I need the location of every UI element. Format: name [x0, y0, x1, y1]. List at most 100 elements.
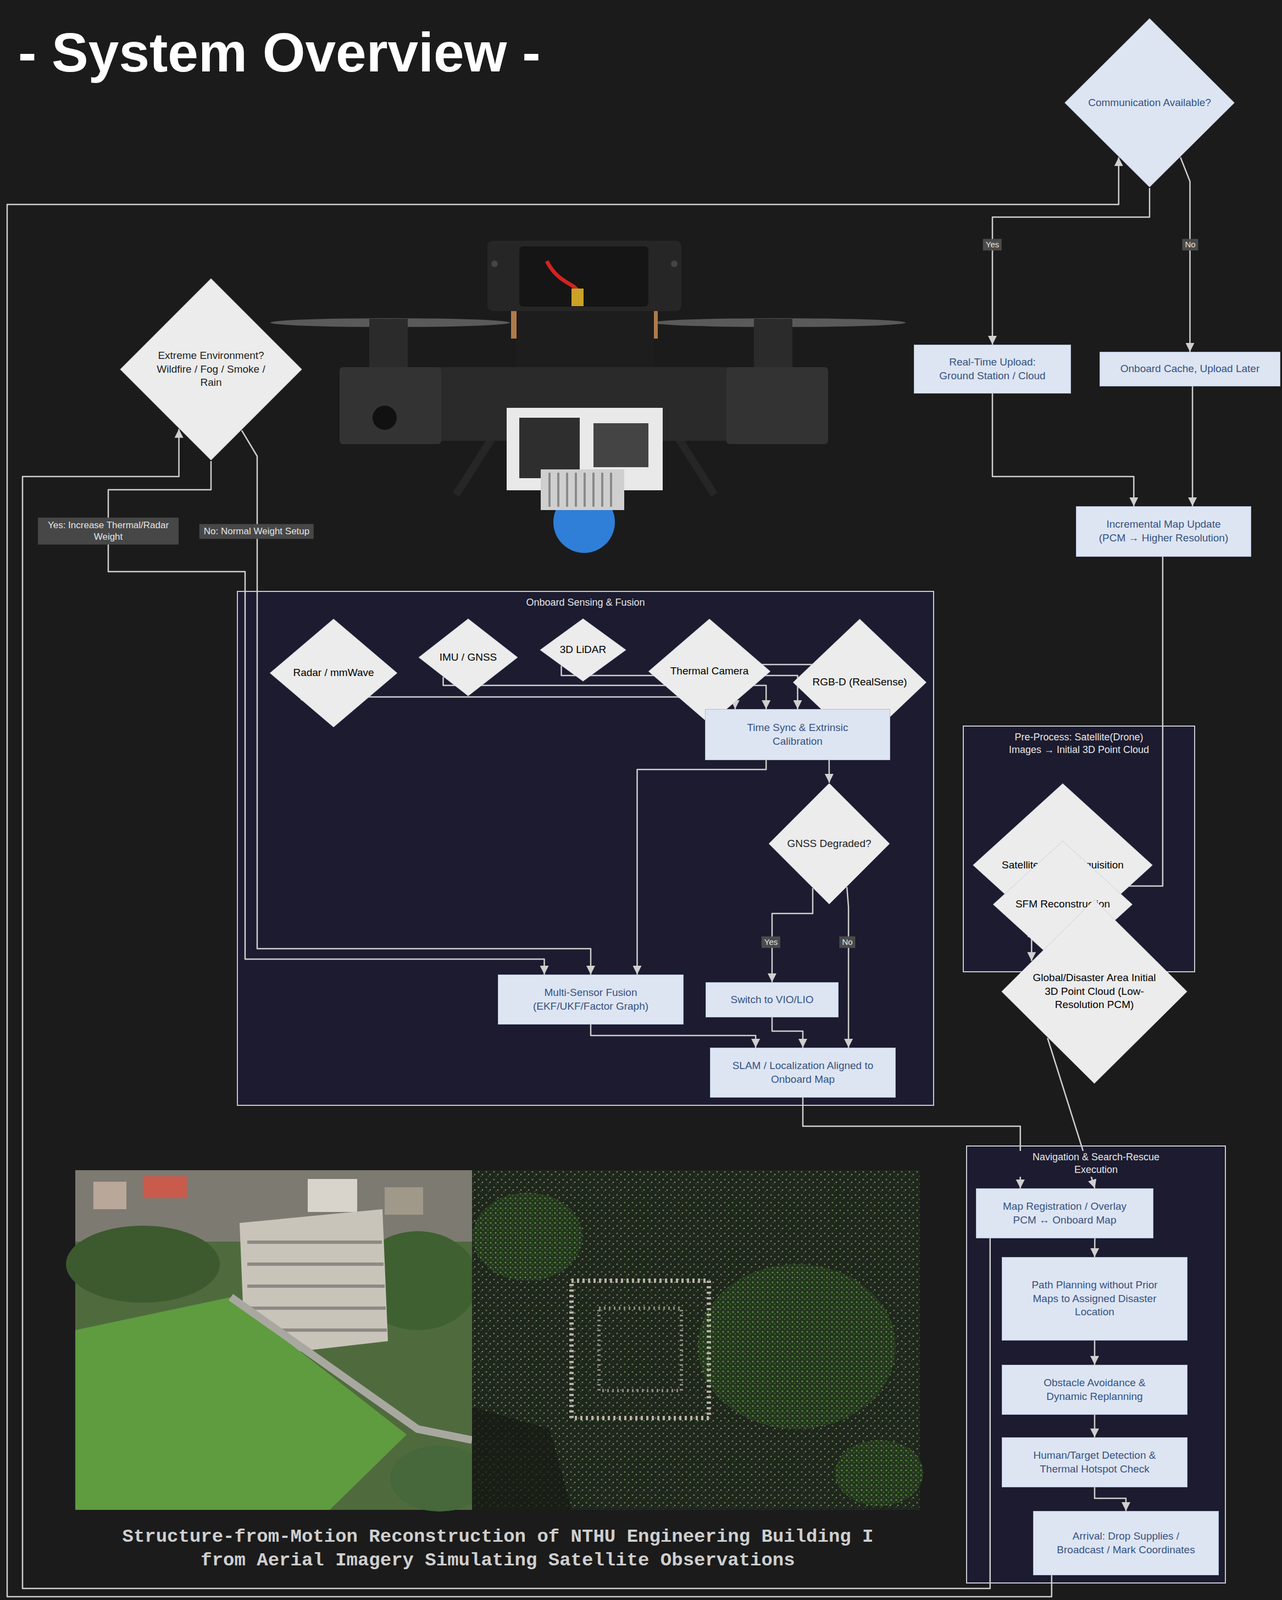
landing-leg — [456, 434, 495, 495]
connector-arrow — [22, 429, 991, 1589]
house — [142, 1175, 187, 1198]
node-text: Time Sync & Extrinsic Calibration — [734, 720, 862, 748]
node-text: Real-Time Upload: Ground Station / Cloud — [931, 355, 1053, 383]
decision-diamond: 3D LiDAR — [539, 618, 627, 682]
connector-arrow — [772, 888, 813, 982]
process-box: Multi-Sensor Fusion (EKF/UKF/Factor Grap… — [497, 974, 684, 1025]
caption-holder: Structure-from-Motion Reconstruction of … — [102, 1524, 894, 1572]
node-text: 3D LiDAR — [559, 642, 607, 657]
decision-diamond: Communication Available? — [1063, 17, 1236, 188]
connector-arrow — [828, 759, 831, 783]
building-windows — [247, 1241, 387, 1330]
connector-arrow — [1191, 386, 1194, 507]
caption: Structure-from-Motion Reconstruction of … — [102, 1524, 894, 1572]
connector-arrow — [1094, 1414, 1096, 1437]
node-text: Global/Disaster Area Initial 3D Point Cl… — [1025, 970, 1164, 1012]
connector — [571, 288, 584, 307]
node-text: GNSS Degraded? — [786, 836, 871, 851]
connector-arrow — [825, 708, 860, 715]
decision-diamond: Radar / mmWave — [269, 618, 398, 728]
node-text: Onboard Cache, Upload Later — [1120, 362, 1261, 376]
connector-arrow — [772, 1017, 803, 1048]
connector-arrow — [443, 676, 767, 710]
edge-label: No — [839, 936, 856, 948]
road — [230, 1296, 473, 1440]
process-box: Map Registration / Overlay PCM ↔ Onboard… — [975, 1188, 1154, 1239]
diamond-shape — [648, 618, 771, 724]
edge-label: No: Normal Weight Setup — [199, 523, 314, 539]
group-heading: Onboard Sensing & Fusion — [522, 596, 648, 609]
board — [593, 423, 649, 468]
node-text: Human/Target Detection & Thermal Hotspot… — [1023, 1448, 1167, 1476]
edge-label: Yes: Increase Thermal/Radar Weight — [37, 517, 179, 545]
connector-arrow — [637, 759, 767, 975]
node-text: Arrival: Drop Supplies / Broadcast / Mar… — [1051, 1529, 1201, 1557]
connector-arrow — [1047, 1038, 1095, 1189]
node-text: Incremental Map Update (PCM → Higher Res… — [1095, 517, 1233, 545]
edge-label: No — [1181, 239, 1198, 251]
process-box: SLAM / Localization Aligned to Onboard M… — [709, 1047, 896, 1098]
process-box: Incremental Map Update (PCM → Higher Res… — [1075, 506, 1252, 557]
group-heading: Pre-Process: Satellite(Drone) Images → I… — [1002, 730, 1156, 757]
connector-arrow — [1094, 1340, 1096, 1365]
connector-arrow — [1094, 1238, 1096, 1257]
node-text: IMU / GNSS — [439, 650, 498, 665]
side-pod — [339, 367, 442, 445]
edge-label-holder: No — [839, 936, 856, 948]
node-text: Multi-Sensor Fusion (EKF/UKF/Factor Grap… — [524, 985, 657, 1013]
node-text: Map Registration / Overlay PCM ↔ Onboard… — [990, 1199, 1140, 1227]
landing-leg — [675, 434, 715, 495]
connector-arrow — [590, 1024, 756, 1048]
connector-arrow — [1027, 929, 1064, 937]
battery — [519, 246, 649, 307]
diamond-shape — [1001, 899, 1188, 1084]
building-points — [571, 1280, 709, 1418]
house — [93, 1181, 127, 1209]
decision-diamond: GNSS Degraded? — [768, 782, 891, 905]
edge-label-holder: Yes — [761, 936, 781, 948]
connector-arrow — [7, 157, 1119, 1597]
point-cloud-render — [472, 1169, 924, 1510]
sports-field — [75, 1296, 407, 1510]
group-panel: Pre-Process: Satellite(Drone) Images → I… — [962, 725, 1196, 973]
motor — [369, 318, 408, 374]
connector-arrow — [301, 696, 736, 709]
edge-label-holder: No: Normal Weight Setup — [199, 523, 314, 539]
connector-arrow — [1031, 556, 1163, 961]
house — [384, 1186, 424, 1215]
house — [307, 1178, 358, 1212]
screw — [670, 260, 678, 268]
node-text: Obstacle Avoidance & Dynamic Replanning — [1031, 1375, 1158, 1403]
node-text: Radar / mmWave — [292, 666, 374, 680]
process-box: Switch to VIO/LIO — [705, 981, 839, 1018]
diamond-shape — [418, 618, 518, 697]
tree-points — [472, 1192, 583, 1281]
battery-housing — [487, 240, 682, 312]
node-text: Communication Available? — [1088, 96, 1212, 110]
heatsink-fins — [549, 472, 612, 507]
edge-label-holder: Yes — [983, 239, 1002, 251]
connector-arrow — [561, 665, 798, 709]
group-panel: Onboard Sensing & FusionRadar / mmWave IM… — [236, 590, 935, 1106]
group-panel: Navigation & Search-Rescue ExecutionMap … — [966, 1145, 1226, 1584]
node-text: Thermal Camera — [670, 664, 749, 679]
process-box: Time Sync & Extrinsic Calibration — [705, 708, 891, 760]
title-holder: - System Overview - — [18, 20, 541, 85]
tree-points — [697, 1263, 896, 1429]
title: - System Overview - — [18, 20, 541, 85]
connector-arrow — [992, 393, 1134, 507]
heatsink — [540, 469, 625, 510]
ground-points — [472, 1406, 572, 1510]
decision-diamond: Global/Disaster Area Initial 3D Point Cl… — [1000, 898, 1189, 1085]
node-text: Path Planning without Prior Maps to Assi… — [1017, 1278, 1172, 1319]
screw — [491, 260, 498, 268]
diamond-shape — [540, 618, 626, 682]
process-box: Arrival: Drop Supplies / Broadcast / Mar… — [1033, 1510, 1219, 1575]
edge-label: Yes — [983, 239, 1002, 251]
node-text: SLAM / Localization Aligned to Onboard M… — [728, 1058, 878, 1086]
side-pod — [726, 367, 829, 445]
group-heading: Navigation & Search-Rescue Execution — [1018, 1150, 1174, 1177]
trees — [65, 1225, 220, 1303]
connector-arrow — [1180, 157, 1190, 352]
aerial-photo — [65, 1169, 490, 1512]
